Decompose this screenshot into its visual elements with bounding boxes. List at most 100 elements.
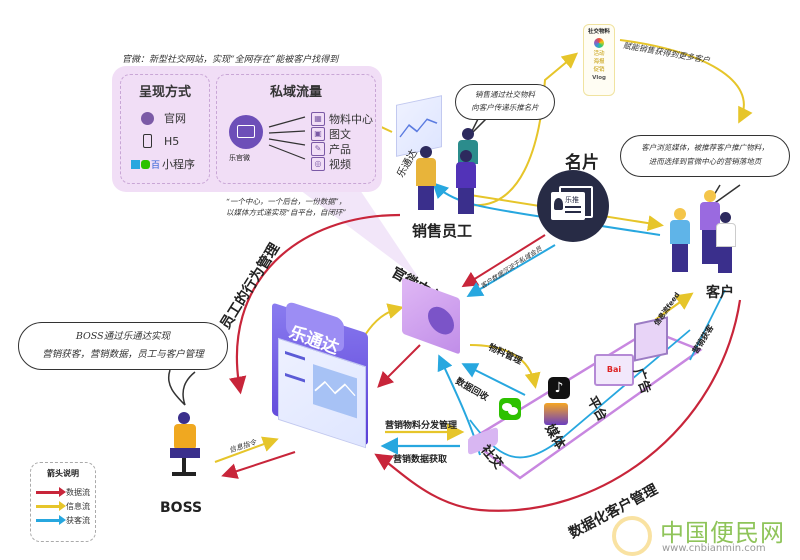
sales-bubble-line: 向客户传递乐推名片 <box>471 103 539 112</box>
traffic-label: 物料中心 <box>329 112 373 126</box>
presentation-label: 官网 <box>164 112 186 125</box>
arrow-empower <box>619 39 753 124</box>
letongda-chart <box>313 364 357 419</box>
feature-panel: 呈现方式 官网 H5 百 小程序 私域流量 乐官微 ▦ 物料中心 ▣图文 ✎ 产品 … <box>112 66 382 192</box>
edit-icon: ✎ <box>311 141 325 156</box>
boss-figure <box>170 412 200 476</box>
baidu-icon: 百 <box>151 160 161 171</box>
arrow-boss-data <box>221 451 296 479</box>
traffic-item-video[interactable]: ◎ 视频 <box>311 156 373 171</box>
monitor-circle-icon <box>428 302 454 339</box>
sales-person-1 <box>416 146 436 210</box>
material-item: 活动 <box>593 51 605 57</box>
customer-bubble-line: 客户浏览媒体，被推荐客户推广物料， <box>641 143 769 152</box>
sales-bubble-line: 销售通过社交物料 <box>475 90 535 99</box>
wechat-app-icon[interactable] <box>499 398 521 420</box>
camera-icon: ◎ <box>311 156 325 171</box>
wechat-icon <box>141 159 150 169</box>
traffic-item-article[interactable]: ▣图文 <box>311 126 373 141</box>
center-note-line: “一个中心，一个后台，一份数据”， <box>226 197 347 206</box>
material-item: 促销 <box>593 67 605 73</box>
card-node[interactable]: 乐推 <box>537 170 609 242</box>
phone-icon <box>143 134 152 148</box>
legend: 箭头说明 数据流 信息流 获客流 <box>30 462 96 542</box>
baidu-screen-icon: Bai <box>594 354 634 386</box>
presentation-item-website[interactable]: 官网 <box>141 110 209 126</box>
grid-icon: ▦ <box>311 111 325 126</box>
legend-item-acquire: 获客流 <box>36 515 95 526</box>
blue-arrow-icon <box>36 515 66 525</box>
red-arrow-icon <box>36 487 66 497</box>
callout-beam <box>300 190 420 280</box>
arrow-data-to-center-red <box>461 234 546 288</box>
alipay-icon <box>131 159 140 169</box>
yellow-arrow-icon <box>36 501 66 511</box>
arrow-boss-info <box>214 436 279 463</box>
arrow-feed <box>654 292 694 321</box>
presentation-box: 呈现方式 官网 H5 百 小程序 <box>120 74 210 184</box>
presentation-title: 呈现方式 <box>138 85 191 100</box>
customer-person-1 <box>670 208 690 272</box>
monitor-icon <box>237 125 255 138</box>
presentation-item-h5[interactable]: H5 <box>143 134 209 148</box>
top-note: 官微：新型社交网站，实现“全网存在”能被客户找得到 <box>122 55 339 65</box>
private-traffic-title: 私域流量 <box>269 85 322 100</box>
legend-item-info: 信息流 <box>36 501 95 512</box>
boss-label: BOSS <box>160 500 203 516</box>
sales-screen <box>396 95 442 157</box>
color-wheel-icon <box>594 38 604 48</box>
presentation-item-miniprogram[interactable]: 百 小程序 <box>131 156 209 172</box>
customer-person-2 <box>700 190 720 264</box>
traffic-item-product[interactable]: ✎ 产品 <box>311 141 373 156</box>
hub-label: 乐官微 <box>229 154 250 162</box>
arrow-data-to-center-blue <box>466 244 556 298</box>
card-label: 名片 <box>565 153 599 173</box>
website-icon <box>141 111 154 125</box>
social-materials-title: 社交物料 <box>587 29 610 35</box>
traffic-label: 视频 <box>329 157 351 171</box>
material-item: 海报 <box>593 59 605 65</box>
legend-title: 箭头说明 <box>47 469 79 478</box>
person-icon <box>554 198 563 210</box>
traffic-item-materials[interactable]: ▦ 物料中心 <box>311 111 373 126</box>
chart-icon <box>399 118 438 138</box>
private-traffic-box: 私域流量 乐官微 ▦ 物料中心 ▣图文 ✎ 产品 ◎ 视频 <box>216 74 376 184</box>
traffic-list: ▦ 物料中心 ▣图文 ✎ 产品 ◎ 视频 <box>311 111 373 171</box>
sales-label: 销售员工 <box>412 222 473 240</box>
legend-label: 信息流 <box>66 502 90 511</box>
customer-bubble-line: 进而选择到官微中心的营销落地页 <box>648 157 762 166</box>
arrow-acquire <box>689 289 726 361</box>
traffic-label: 产品 <box>329 142 351 156</box>
hub-arrows <box>268 116 306 160</box>
arrow-center-to-letongda <box>377 344 421 388</box>
image-icon: ▣ <box>311 126 325 141</box>
media-cube-icon <box>544 403 568 425</box>
center-note: “一个中心，一个后台，一份数据”， 以媒体方式递实现“自平台，自闭环” <box>226 196 346 218</box>
social-materials-card[interactable]: 社交物料 活动 海报 促销 Vlog <box>583 24 615 96</box>
arrow-data-return <box>461 363 526 396</box>
media-plane <box>467 328 703 480</box>
legend-label: 数据流 <box>66 488 90 497</box>
data-fetch-label: 营销数据获取 <box>393 455 448 465</box>
boss-bubble-line: BOSS通过乐通达实现 <box>75 331 171 342</box>
legend-label: 获客流 <box>66 516 90 525</box>
letongda-screen[interactable] <box>278 337 366 449</box>
card-brand: 乐推 <box>565 196 579 204</box>
boss-bubble-tail <box>168 369 196 406</box>
watermark-url: www.cnbianmin.com <box>662 543 766 554</box>
tiktok-icon[interactable]: ♪ <box>548 377 570 399</box>
presentation-label: 小程序 <box>162 158 196 171</box>
boss-bubble: BOSS通过乐通达实现 营销获客，营销数据，员工与客户管理 <box>18 322 228 370</box>
arrow-digital-customer <box>374 299 742 512</box>
arrow-letongda-to-center <box>364 303 404 336</box>
presentation-label: H5 <box>164 134 180 148</box>
watermark-logo-icon <box>612 516 652 556</box>
arrow-customer-to-sales <box>432 182 661 236</box>
boss-bubble-line: 营销获客，营销数据，员工与客户管理 <box>42 349 204 360</box>
sales-person-3 <box>456 150 476 214</box>
customer-label: 客户 <box>706 285 734 301</box>
customer-person-3 <box>716 212 736 273</box>
hub-icon <box>229 115 263 149</box>
arrow-employee-behavior <box>228 213 401 395</box>
legend-item-data: 数据流 <box>36 487 95 498</box>
